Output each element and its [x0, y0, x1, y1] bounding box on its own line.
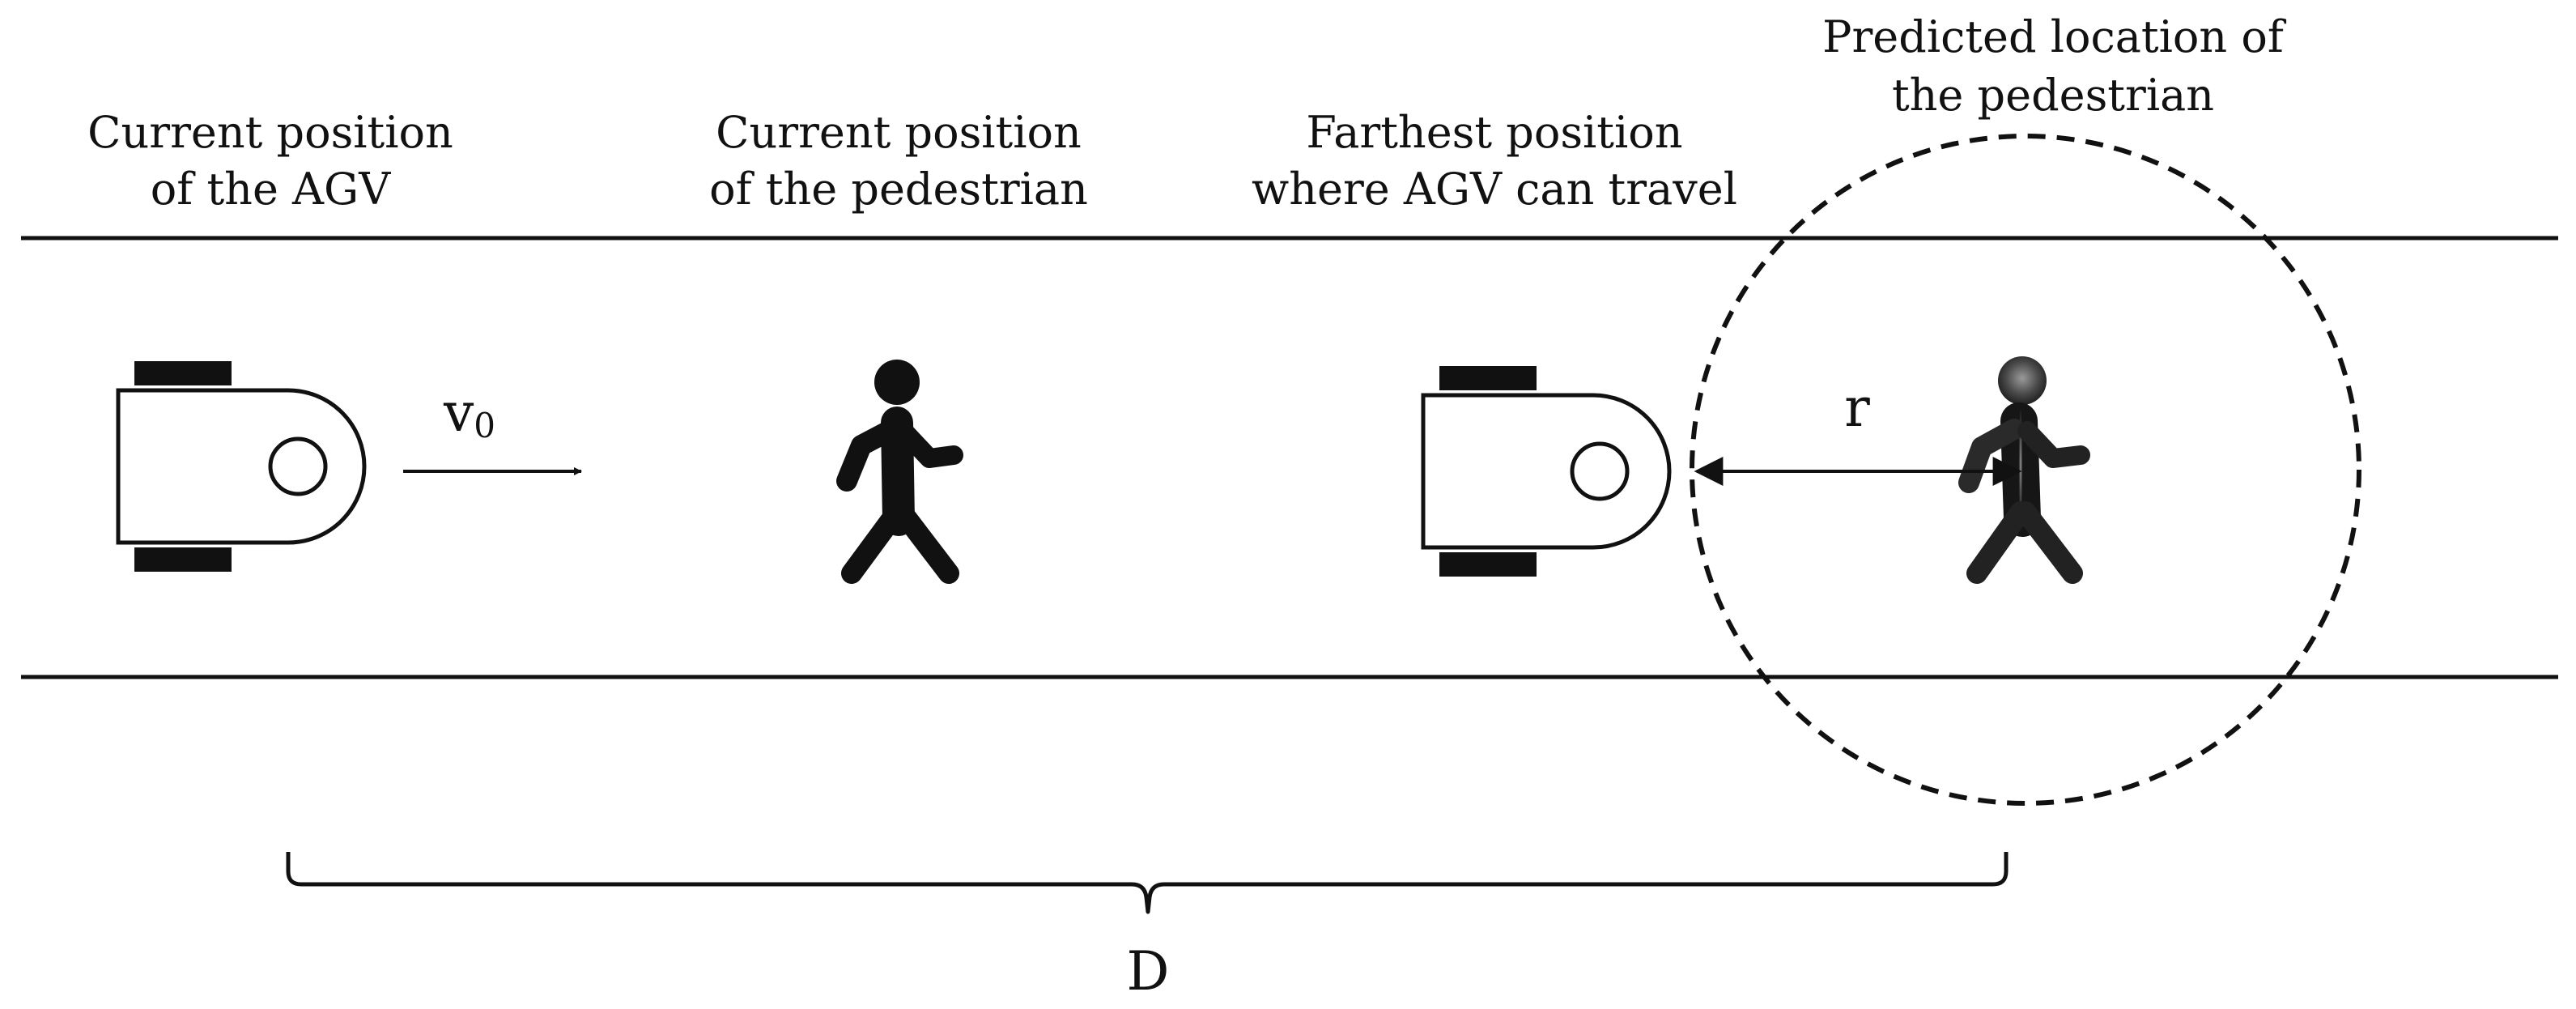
velocity-subscript: 0 — [474, 406, 495, 445]
predicted-region-circle — [1690, 134, 2361, 806]
label-agv-farthest: Farthest position where AGV can travel — [1252, 107, 1737, 215]
agv-body — [1421, 393, 1672, 550]
label-pedestrian-current-line2: of the pedestrian — [709, 164, 1088, 215]
agv-wheel-bottom — [1439, 552, 1537, 577]
label-pedestrian-predicted: Predicted location of the pedestrian — [1822, 11, 2287, 121]
distance-label: D — [1127, 940, 1170, 1003]
agv-current-icon — [116, 361, 367, 572]
pedestrian-arm-back — [836, 419, 903, 492]
label-agv-farthest-line1: Farthest position — [1306, 107, 1682, 158]
agv-sensor — [1570, 441, 1630, 501]
pedestrian-leg-back — [841, 501, 908, 584]
pedestrian-leg-front — [891, 501, 959, 584]
pedestrian-current-icon — [836, 360, 963, 584]
agv-wheel-top — [1439, 366, 1537, 390]
label-pedestrian-current: Current position of the pedestrian — [709, 107, 1088, 215]
agv-wheel-top — [134, 361, 232, 385]
pedestrian-arm-front — [894, 421, 963, 468]
velocity-label: v0 — [443, 381, 495, 445]
agv-wheel-bottom — [134, 547, 232, 572]
label-pedestrian-current-line1: Current position — [716, 107, 1082, 158]
distance-brace — [286, 852, 2009, 914]
label-agv-current: Current position of the AGV — [87, 107, 453, 215]
label-pedestrian-predicted-line1: Predicted location of — [1822, 11, 2287, 62]
agv-sensor — [268, 436, 328, 496]
velocity-symbol: v — [443, 381, 474, 444]
label-agv-farthest-line2: where AGV can travel — [1252, 164, 1737, 215]
label-agv-current-line2: of the AGV — [151, 164, 391, 215]
pedestrian-predicted-icon — [1958, 356, 2090, 584]
pedestrian-arm-front — [2017, 421, 2090, 468]
radius-label: r — [1844, 377, 1870, 439]
label-agv-current-line1: Current position — [87, 107, 453, 158]
agv-farthest-icon — [1421, 366, 1672, 577]
pedestrian-leg-front — [2015, 501, 2083, 584]
label-pedestrian-predicted-line2: the pedestrian — [1892, 70, 2214, 121]
pedestrian-head — [874, 360, 920, 405]
pedestrian-leg-back — [1966, 501, 2031, 584]
pedestrian-head — [1998, 356, 2047, 405]
agv-body — [116, 388, 367, 545]
